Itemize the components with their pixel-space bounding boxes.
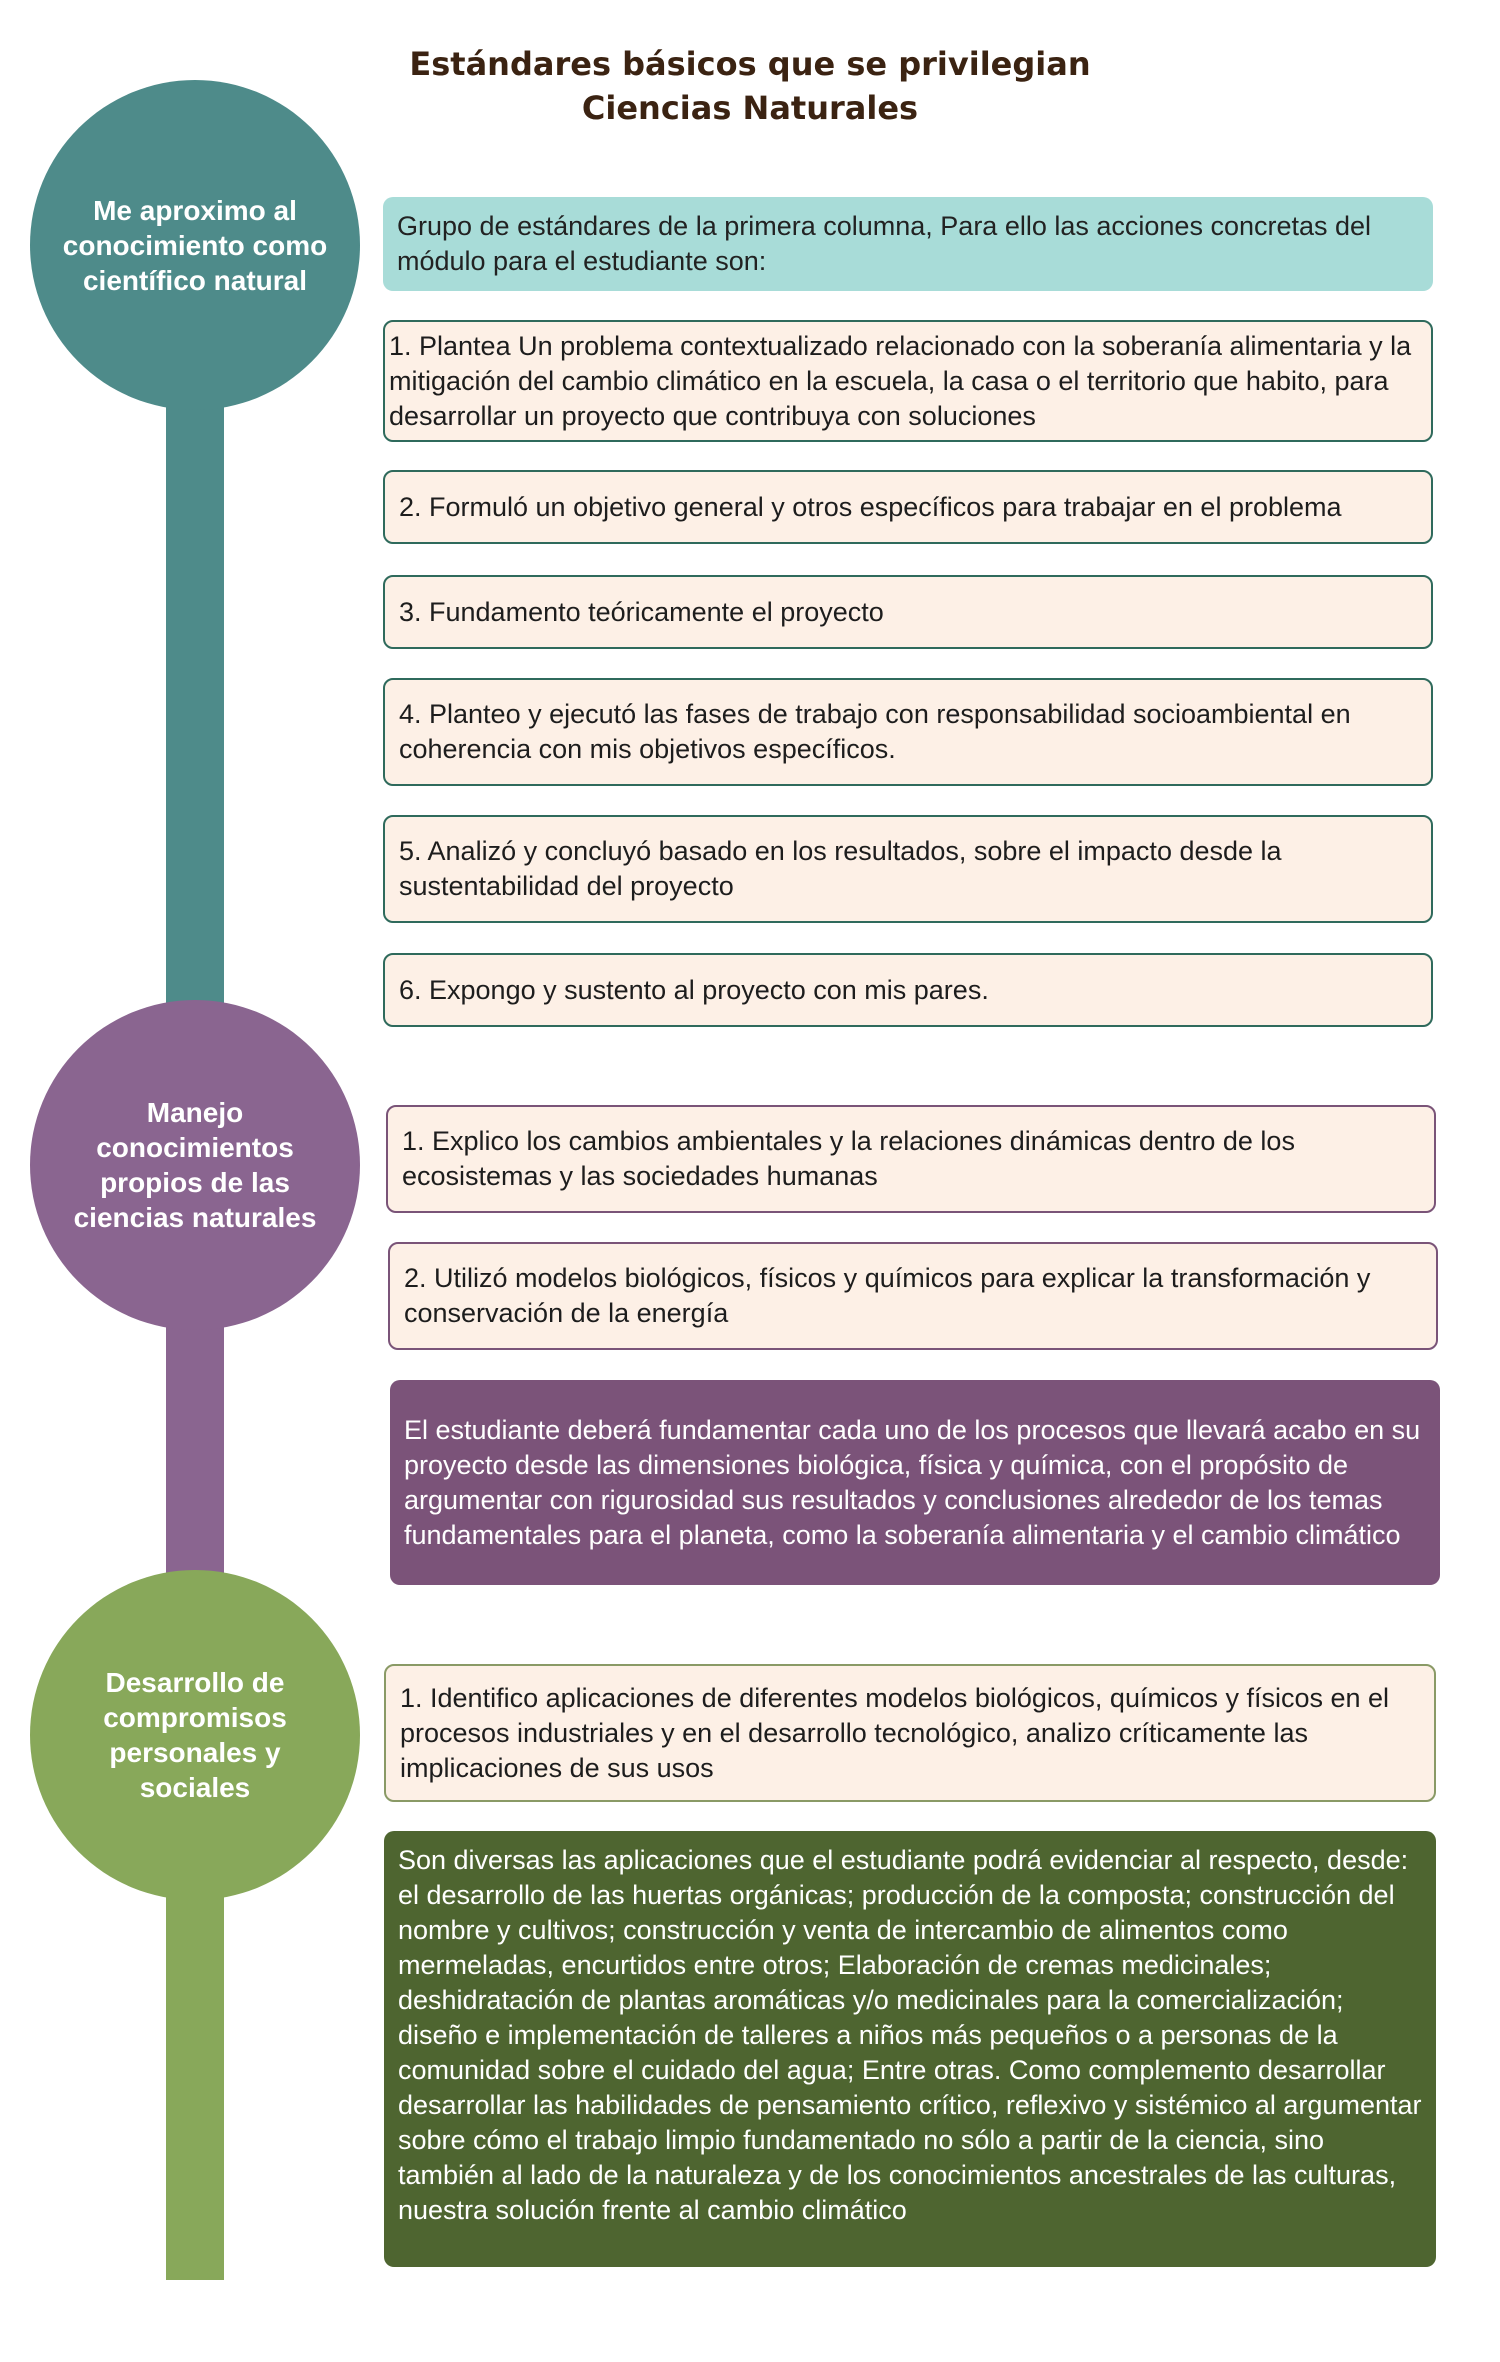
section1-item-1: 1. Plantea Un problema contextualizado r… [383, 320, 1433, 442]
section3-item-1: 1. Identifico aplicaciones de diferentes… [384, 1664, 1436, 1802]
section-label: Me aproximo al conocimiento como científ… [62, 194, 328, 296]
title-line-2: Ciencias Naturales [581, 89, 919, 127]
title-line-1: Estándares básicos que se privilegian [409, 45, 1091, 83]
timeline-bar-teal [166, 380, 224, 1020]
section1-item-3: 3. Fundamento teóricamente el proyecto [383, 575, 1433, 649]
section-label: Desarrollo de compromisos personales y s… [103, 1667, 287, 1803]
section1-intro-text: Grupo de estándares de la primera column… [397, 211, 1372, 276]
page-title: Estándares básicos que se privilegian Ci… [300, 42, 1200, 130]
section3-note-text: Son diversas las aplicaciones que el est… [398, 1845, 1422, 2225]
item-text: 2. Utilizó modelos biológicos, físicos y… [404, 1263, 1371, 1328]
item-text: 5. Analizó y concluyó basado en los resu… [399, 836, 1282, 901]
item-text: 3. Fundamento teóricamente el proyecto [399, 596, 884, 627]
item-text: 4. Planteo y ejecutó las fases de trabaj… [399, 699, 1351, 764]
section-label: Manejo conocimientos propios de las cien… [73, 1097, 317, 1233]
item-text: 1. Identifico aplicaciones de diferentes… [400, 1682, 1390, 1783]
section1-item-5: 5. Analizó y concluyó basado en los resu… [383, 815, 1433, 923]
section2-note-box: El estudiante deberá fundamentar cada un… [390, 1380, 1440, 1585]
timeline-bar-purple [166, 1300, 224, 1600]
section-circle-scientist: Me aproximo al conocimiento como científ… [30, 80, 360, 410]
section1-item-4: 4. Planteo y ejecutó las fases de trabaj… [383, 678, 1433, 786]
section2-note-text: El estudiante deberá fundamentar cada un… [404, 1414, 1421, 1550]
section1-intro-box: Grupo de estándares de la primera column… [383, 197, 1433, 291]
item-text: 6. Expongo y sustento al proyecto con mi… [399, 974, 989, 1005]
section-circle-knowledge: Manejo conocimientos propios de las cien… [30, 1000, 360, 1330]
item-text: 2. Formuló un objetivo general y otros e… [399, 491, 1342, 522]
section-circle-commitments: Desarrollo de compromisos personales y s… [30, 1570, 360, 1900]
section1-item-6: 6. Expongo y sustento al proyecto con mi… [383, 953, 1433, 1027]
section2-item-2: 2. Utilizó modelos biológicos, físicos y… [388, 1242, 1438, 1350]
item-text: 1. Plantea Un problema contextualizado r… [389, 330, 1412, 431]
item-text: 1. Explico los cambios ambientales y la … [402, 1126, 1295, 1191]
section3-note-box: Son diversas las aplicaciones que el est… [384, 1831, 1436, 2267]
section2-item-1: 1. Explico los cambios ambientales y la … [386, 1105, 1436, 1213]
timeline-bar-green [166, 1880, 224, 2280]
section1-item-2: 2. Formuló un objetivo general y otros e… [383, 470, 1433, 544]
